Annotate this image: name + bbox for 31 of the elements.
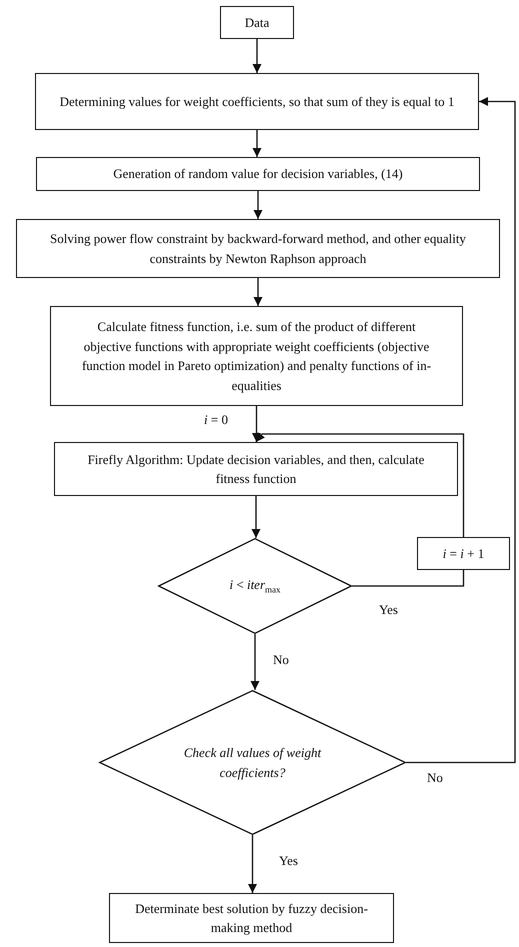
arrow bbox=[252, 406, 261, 442]
decision-diamond bbox=[99, 690, 406, 835]
node-text: i < iter$_{max}$ bbox=[229, 576, 281, 597]
process-box bbox=[50, 306, 463, 406]
node-text: Calculate fitness function, i.e. sum of the product of different objective functions with appropriate weight coefficients (objective function model in Pareto optimization) and penalty functions of in-equalities bbox=[80, 318, 432, 395]
process-box bbox=[54, 442, 458, 496]
arrow bbox=[252, 39, 262, 73]
node-text: Check all values of weight coefficients? bbox=[182, 744, 322, 782]
node-text: Solving power flow constraint by backward-forward method, and other equality constraints by Newton Raphson approach bbox=[49, 230, 467, 268]
node-text: i = i + 1 bbox=[442, 544, 484, 563]
arrow bbox=[255, 432, 464, 537]
process-box bbox=[35, 73, 479, 130]
node-text: Determining values for weight coefficients, so that sum of they is equal to 1 bbox=[60, 92, 454, 111]
arrow bbox=[252, 130, 262, 157]
arrow bbox=[254, 278, 262, 306]
arrow bbox=[254, 191, 262, 219]
node-text: Data bbox=[244, 14, 270, 32]
arrow bbox=[250, 634, 260, 690]
node-text: Generation of random value for decision variables, (14) bbox=[113, 165, 403, 184]
connector-line bbox=[352, 570, 464, 587]
process-box bbox=[220, 6, 294, 39]
process-box bbox=[109, 893, 394, 943]
arrow bbox=[406, 97, 516, 764]
arrow bbox=[248, 835, 257, 893]
node-text: Determinate best solution by fuzzy decision-making method bbox=[134, 900, 369, 937]
process-box bbox=[417, 537, 510, 570]
process-box bbox=[36, 157, 480, 191]
arrow bbox=[252, 496, 260, 538]
decision-diamond bbox=[158, 538, 352, 634]
process-box bbox=[16, 219, 500, 278]
node-text: Firefly Algorithm: Update decision variables, and then, calculate fitness function bbox=[86, 450, 426, 488]
